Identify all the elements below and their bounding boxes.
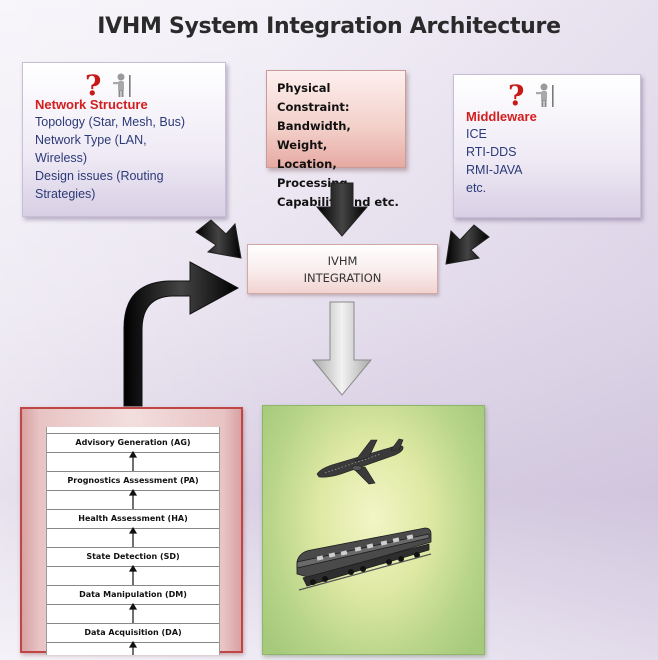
physical-line: Location, Processing	[277, 157, 348, 190]
ivhm-integration-box: IVHM INTEGRATION	[247, 244, 438, 294]
integration-line: IVHM	[327, 254, 358, 268]
svg-text:?: ?	[508, 79, 524, 109]
network-line: Network Type (LAN,	[35, 133, 147, 147]
middleware-line: etc.	[466, 181, 487, 195]
arrow-down-physical	[315, 182, 369, 237]
middleware-heading: Middleware	[466, 109, 537, 124]
arrow-diag-network	[195, 219, 242, 259]
network-structure-heading: Network Structure	[35, 97, 148, 112]
physical-constraint-box: Physical Constraint: Bandwidth, Weight, …	[266, 70, 406, 209]
middleware-line: RMI-JAVA	[466, 163, 523, 177]
network-line: Strategies)	[35, 187, 96, 201]
network-line: Wireless)	[35, 151, 88, 165]
network-line: Design issues (Routing	[35, 169, 164, 183]
integration-line: INTEGRATION	[303, 271, 382, 285]
ivhm-layers-panel: Advisory Generation (AG) Prognostics Ass…	[20, 407, 243, 655]
network-line: Topology (Star, Mesh, Bus)	[35, 115, 186, 129]
physical-line: Physical Constraint:	[277, 81, 350, 114]
question-person-icon: ?	[508, 79, 554, 109]
page-title: IVHM System Integration Architecture	[97, 14, 561, 39]
train-icon	[296, 527, 432, 591]
layer-connector-arrows	[128, 450, 138, 655]
airplane-icon	[316, 438, 404, 485]
arrow-curved-up	[123, 261, 240, 407]
layers-stack: Advisory Generation (AG) Prognostics Ass…	[46, 427, 220, 655]
arrow-down-output	[311, 301, 373, 396]
vehicles-panel	[262, 405, 485, 655]
middleware-line: ICE	[466, 127, 487, 141]
middleware-box: ? Middleware ICE RTI-DDS RMI-JAVA etc.	[453, 74, 641, 218]
network-structure-box: ? Network Structure Topology (Star, Mesh…	[22, 62, 226, 217]
middleware-line: RTI-DDS	[466, 145, 517, 159]
arrow-diag-middleware	[445, 224, 490, 265]
question-person-icon: ?	[85, 69, 131, 99]
svg-text:?: ?	[85, 69, 101, 99]
physical-line: Bandwidth, Weight,	[277, 119, 351, 152]
